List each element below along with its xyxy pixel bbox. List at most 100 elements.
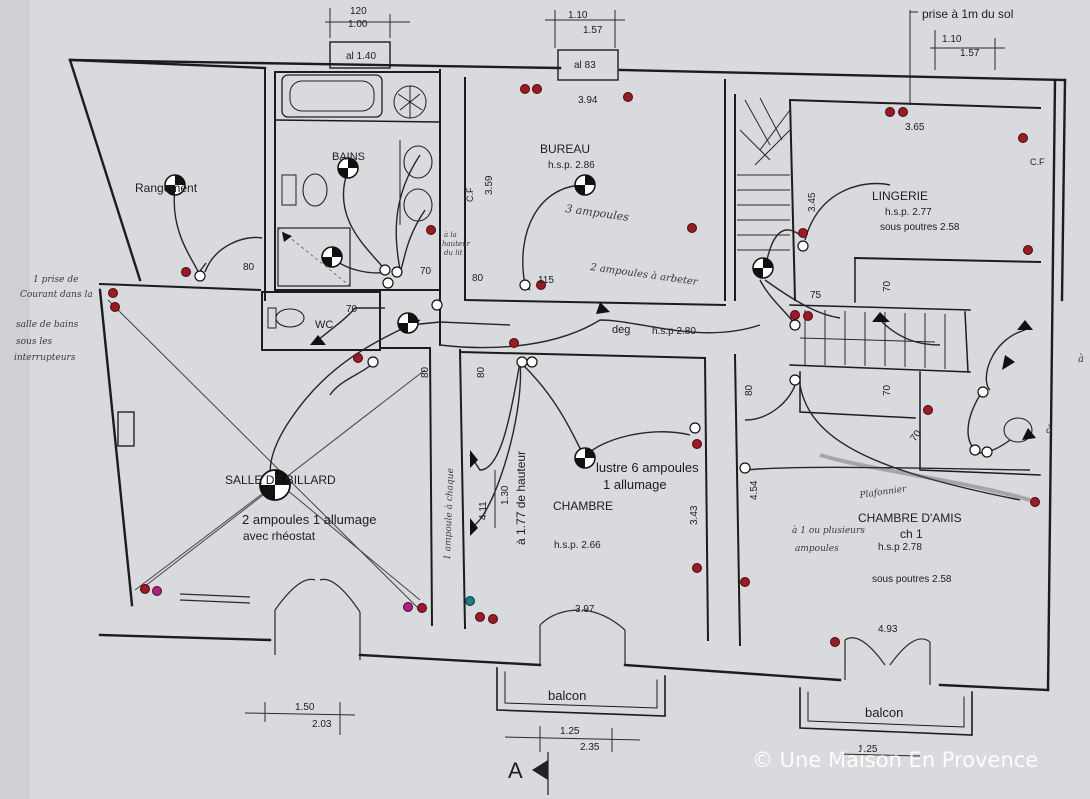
switch-icon bbox=[789, 374, 801, 386]
section-mark: A bbox=[508, 758, 523, 783]
top-note-outlet-height: prise à 1m du sol bbox=[922, 7, 1013, 21]
outlet-icon bbox=[140, 584, 150, 594]
outlet-icon bbox=[923, 405, 933, 415]
bureau-hsp: h.s.p. 2.86 bbox=[548, 160, 595, 171]
shower-icon bbox=[277, 227, 351, 287]
outlet-icon bbox=[181, 267, 191, 277]
outlet-icon bbox=[1030, 497, 1040, 507]
bureau-height: 3.59 bbox=[484, 175, 495, 195]
switches bbox=[194, 232, 1036, 536]
room-label-chambre-amis: CHAMBRE D'AMIS bbox=[858, 511, 962, 525]
dim-115: 115 bbox=[538, 275, 554, 286]
dim-bottom-mid-lower: 2.35 bbox=[580, 742, 600, 753]
lingerie-hsp: h.s.p. 2.77 bbox=[885, 207, 932, 218]
outlet-icon bbox=[403, 602, 413, 612]
lingerie-height: 3.45 bbox=[807, 192, 818, 212]
switch-icon bbox=[969, 444, 993, 458]
wall-lamp-icon bbox=[872, 312, 890, 322]
dim-bottom-left-lower: 2.03 bbox=[312, 719, 332, 730]
dim-top-left-lower: 1.00 bbox=[348, 19, 368, 30]
room-label-bureau: BUREAU bbox=[540, 142, 590, 156]
outlet-icon bbox=[520, 84, 530, 94]
outlet-icon bbox=[623, 92, 633, 102]
switch-icon bbox=[689, 422, 701, 434]
dim-bottom-right-upper: 1.25 bbox=[858, 744, 878, 755]
switch-icon bbox=[516, 356, 538, 368]
outlet-icon bbox=[798, 228, 808, 238]
outlet-icon bbox=[898, 107, 908, 117]
door-swing-icon bbox=[539, 609, 626, 665]
billard-lamp-note-2: avec rhéostat bbox=[243, 529, 316, 543]
outlet-icon bbox=[532, 84, 542, 94]
small-dimensions: 80 70 70 80 80 80 80 75 70 70 70 115 C.F… bbox=[243, 157, 1045, 444]
outlet-icon bbox=[885, 107, 895, 117]
outlet-icon bbox=[687, 223, 697, 233]
interior-walls bbox=[98, 69, 1042, 647]
left-note-line-4: sous les bbox=[16, 337, 53, 347]
outlet-icon bbox=[740, 577, 750, 587]
outlet-icon bbox=[692, 439, 702, 449]
chambre-height: 3.43 bbox=[689, 505, 700, 525]
room-label-bains: BAINS bbox=[332, 151, 365, 163]
chambre-amis-hsp: h.s.p 2.78 bbox=[878, 542, 922, 553]
degagement-hsp: h.s.p 2.80 bbox=[652, 326, 696, 337]
outlet-icon bbox=[110, 302, 120, 312]
degagement-label: deg bbox=[612, 324, 630, 336]
chambre-amis-height: 4.54 bbox=[749, 480, 760, 500]
outlet-icon bbox=[803, 311, 813, 321]
chambre-width: 3.97 bbox=[575, 604, 595, 615]
cf-label-a: C.F bbox=[465, 187, 475, 202]
switch-icon bbox=[431, 299, 443, 311]
chambre-applique-height: à 1.77 de hauteur bbox=[514, 451, 528, 545]
outer-walls: al 83 al 1.40 bbox=[68, 41, 1067, 692]
outlet-icon bbox=[152, 586, 162, 596]
chambre-height-2: 4.11 bbox=[478, 501, 489, 520]
plant-icon bbox=[393, 85, 427, 119]
dim-top-mid-upper: 1.10 bbox=[568, 10, 588, 21]
dim-70-a: 70 bbox=[420, 266, 432, 277]
wall-lamp-icon bbox=[596, 302, 610, 314]
dim-80-c: 80 bbox=[420, 366, 431, 378]
cf-label-b: C.F bbox=[1030, 157, 1045, 167]
bureau-width: 3.94 bbox=[578, 95, 598, 106]
light-points bbox=[164, 157, 774, 501]
wall-lamp-icon bbox=[310, 335, 326, 345]
applique-note: 1 ampoule à chaque bbox=[442, 468, 456, 560]
window-bureau-label: al 83 bbox=[574, 60, 596, 71]
outlet-icon bbox=[353, 353, 363, 363]
wall-lamp-icon bbox=[1002, 355, 1015, 370]
outlet-icon bbox=[475, 612, 485, 622]
amis-note-line-3: ampoules bbox=[795, 544, 839, 554]
lingerie-width: 3.65 bbox=[905, 122, 925, 133]
paper-shadow bbox=[0, 0, 30, 799]
outlet-icon bbox=[108, 288, 118, 298]
outlet-icon bbox=[417, 603, 427, 613]
bains-note-line-1: à la bbox=[444, 231, 457, 239]
door-swing-icon bbox=[844, 637, 931, 685]
light-point-icon bbox=[752, 257, 774, 279]
billard-lamp-note: 2 ampoules 1 allumage bbox=[242, 512, 376, 527]
wall-lamp-icon bbox=[282, 232, 292, 242]
bains-note-line-3: du lit bbox=[444, 249, 463, 257]
outlet-icon bbox=[830, 637, 840, 647]
switch-icon bbox=[379, 264, 403, 289]
outlets bbox=[108, 84, 1040, 647]
chambre-applique-width: 1.30 bbox=[500, 485, 511, 505]
chambre-amis-width: 4.93 bbox=[878, 624, 898, 635]
wall-lamp-icon bbox=[1022, 428, 1036, 440]
left-note-line-3: salle de bains bbox=[16, 320, 79, 330]
outlet-icon bbox=[536, 280, 546, 290]
dim-80-e: 80 bbox=[744, 384, 755, 396]
right-edge-note-2: à bbox=[1046, 425, 1052, 436]
outlet-icon bbox=[1018, 133, 1028, 143]
amis-note-line-2: à 1 ou plusieurs bbox=[792, 525, 865, 536]
light-point-icon bbox=[259, 469, 291, 501]
right-edge-note-1: à bbox=[1078, 354, 1084, 365]
chambre-lustre-2: 1 allumage bbox=[603, 477, 667, 492]
bottom-dimensions: 1.50 2.03 1.25 2.35 1.25 A bbox=[244, 702, 921, 795]
room-label-lingerie: LINGERIE bbox=[872, 189, 928, 203]
fireplace-icon bbox=[117, 411, 135, 447]
room-label-billard: SALLE DE BILLARD bbox=[225, 473, 336, 487]
room-label-wc: WC bbox=[315, 319, 333, 331]
